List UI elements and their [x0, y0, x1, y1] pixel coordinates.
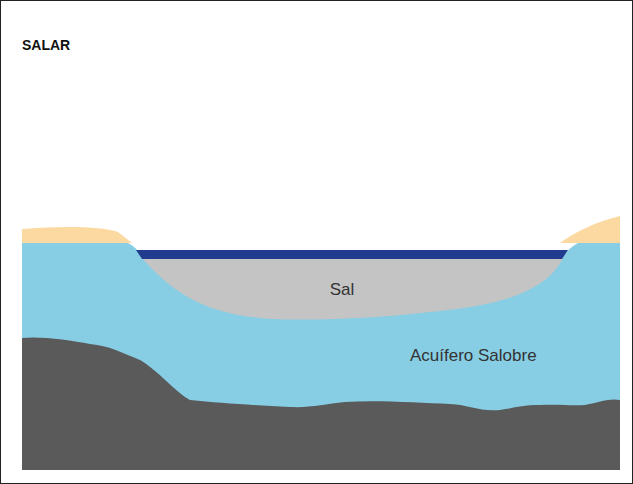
sand-bank: [560, 216, 620, 243]
salt-body: [142, 258, 563, 320]
brine-layer: [136, 250, 568, 259]
diagram-title: SALAR: [22, 37, 70, 53]
region-label: Acuífero Salobre: [410, 346, 537, 366]
brackish-aquifer: [22, 243, 620, 470]
sand-bank: [22, 227, 132, 243]
bedrock: [22, 337, 620, 470]
region-label: Sal: [330, 280, 355, 300]
